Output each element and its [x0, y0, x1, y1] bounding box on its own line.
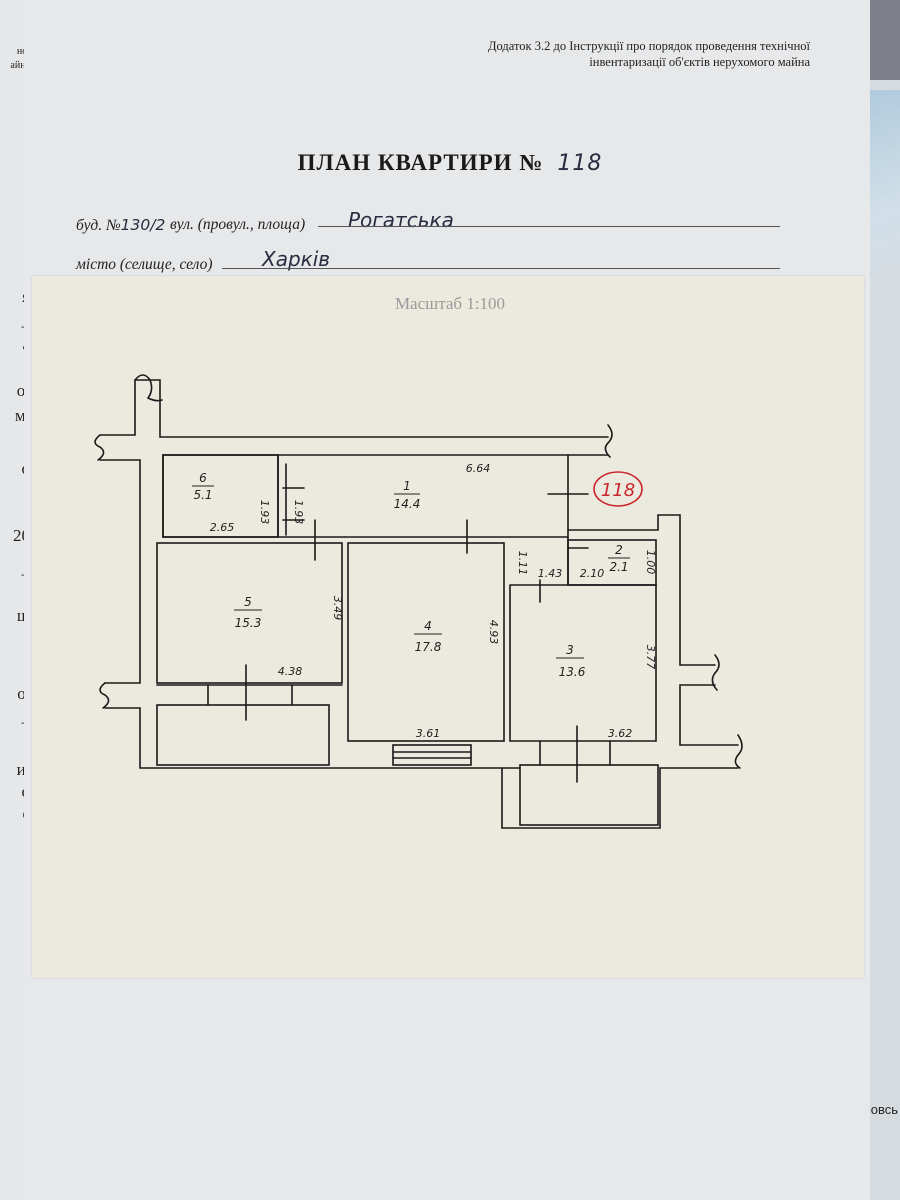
city-value: Харків	[262, 247, 331, 271]
room-3-outline	[509, 584, 657, 742]
dimension-label: 2.10	[580, 567, 605, 580]
window	[392, 744, 472, 766]
edge-text: ровсь	[863, 1102, 899, 1117]
red-stamp-number: 118	[601, 480, 635, 501]
city-underline	[222, 268, 780, 269]
title-text: ПЛАН КВАРТИРИ №	[297, 150, 544, 175]
dimension-label: 6.64	[466, 462, 491, 475]
outer-wall	[501, 767, 739, 829]
street-value: Рогатська	[348, 208, 454, 232]
balcony-left	[156, 704, 330, 766]
dimension-label: 3.49	[331, 596, 344, 621]
dimension-label: 3.77	[644, 645, 657, 670]
dimension-label: 1.93	[258, 500, 271, 525]
dimension-label: 3.61	[416, 727, 441, 740]
outer-wall	[99, 379, 136, 436]
room-number: 6	[199, 471, 207, 485]
edge-text: айна	[10, 60, 30, 71]
room-area: 14.4	[394, 497, 421, 511]
break-mark	[734, 734, 743, 769]
street-underline	[318, 226, 780, 227]
dimension-label: 1.11	[516, 551, 529, 576]
dimension-label: 4.93	[487, 620, 500, 645]
appendix-note: Додаток 3.2 до Інструкції про порядок пр…	[440, 38, 810, 70]
break-mark	[99, 682, 110, 709]
appendix-line: Додаток 3.2 до Інструкції про порядок пр…	[488, 39, 810, 53]
room-area: 5.1	[193, 488, 212, 502]
room-area: 17.8	[415, 640, 442, 654]
room-area: 13.6	[559, 665, 586, 679]
building-field: буд. №130/2	[76, 216, 165, 235]
dimension-label: 1.00	[644, 550, 657, 575]
scale-label: Масштаб 1:100	[394, 294, 506, 313]
room-5-outline	[156, 542, 343, 684]
city-label: місто (селище, село)	[76, 256, 213, 273]
room-number: 2	[615, 543, 623, 557]
tracing-paper	[32, 276, 864, 978]
appendix-line: інвентаризації об'єктів нерухомого майна	[589, 55, 810, 69]
outer-wall	[99, 459, 141, 684]
break-mark	[134, 374, 163, 402]
dimension-label: 1.93	[292, 500, 305, 525]
outer-wall	[679, 684, 739, 746]
dimension-label: 1.43	[538, 567, 563, 580]
apartment-number: 118	[557, 151, 603, 176]
room-number: 3	[566, 643, 574, 657]
dimension-label: 4.38	[278, 665, 303, 678]
building-number: 130/2	[120, 216, 166, 234]
page-title: ПЛАН КВАРТИРИ № 118	[0, 150, 900, 176]
building-label: буд. №	[76, 217, 121, 234]
street-label: вул. (провул., площа)	[170, 216, 306, 233]
room-number: 4	[424, 619, 432, 633]
outer-wall	[134, 379, 609, 438]
room-number: 1	[403, 479, 411, 493]
break-mark	[94, 434, 105, 461]
dimension-label: 2.65	[210, 521, 235, 534]
blue-stamp-fragment	[870, 90, 900, 290]
edge-text: ної	[0, 46, 30, 57]
room-area: 15.3	[235, 616, 262, 630]
balcony-right	[519, 764, 659, 826]
room-area: 2.1	[609, 560, 628, 574]
dimension-label: 3.62	[608, 727, 633, 740]
outer-wall	[104, 707, 521, 769]
break-mark	[604, 424, 613, 458]
room-4-outline	[347, 542, 505, 742]
break-mark	[711, 654, 720, 691]
room-number: 5	[244, 595, 252, 609]
red-apartment-stamp	[593, 471, 643, 507]
